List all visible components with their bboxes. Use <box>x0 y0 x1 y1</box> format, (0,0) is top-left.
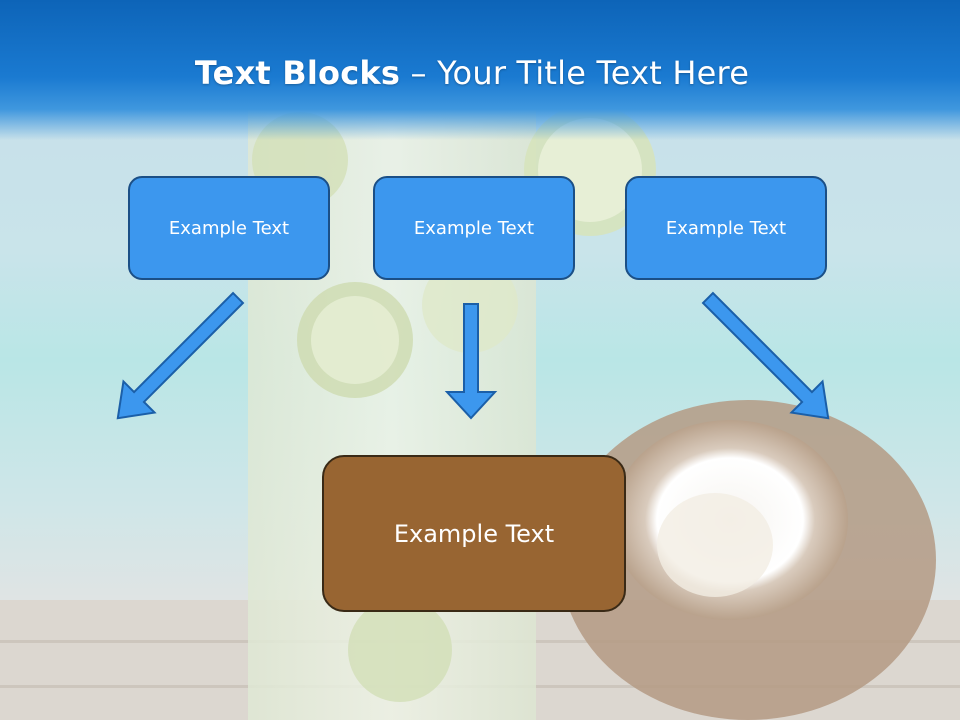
title-bar <box>0 0 960 140</box>
text-block-right[interactable]: Example Text <box>625 176 827 280</box>
title-bold: Text Blocks <box>194 54 401 92</box>
main-text-block[interactable]: Example Text <box>322 455 626 612</box>
title-dash: – <box>400 54 438 92</box>
title-rest: Your Title Text Here <box>437 54 750 92</box>
text-block-left[interactable]: Example Text <box>128 176 330 280</box>
text-block-center[interactable]: Example Text <box>373 176 575 280</box>
slide-title: Text Blocks – Your Title Text Here <box>0 54 944 92</box>
